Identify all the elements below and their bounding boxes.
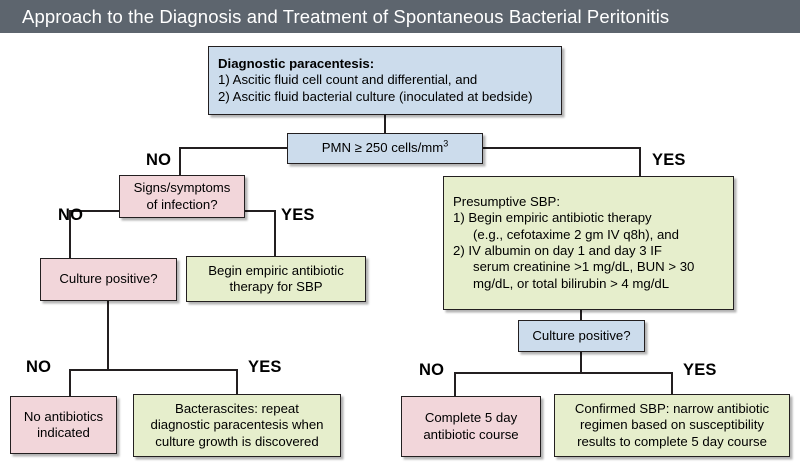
node-presumptive-sbp-item2b: serum creatinine >1 mg/dL, BUN > 30 <box>473 259 695 275</box>
edge-label-pmn-yes: YES <box>652 151 686 169</box>
node-bacterascites[interactable]: Bacterascites: repeat diagnostic paracen… <box>133 394 341 457</box>
node-complete-5-day-line1: Complete 5 day <box>424 410 518 426</box>
node-culture-positive-right[interactable]: Culture positive? <box>518 320 645 352</box>
edge-label-pmn-no: NO <box>146 151 172 169</box>
node-bacterascites-line2: diagnostic paracentesis when <box>150 417 324 433</box>
node-begin-empiric-line1: Begin empiric antibiotic <box>208 262 344 278</box>
node-culture-positive-left[interactable]: Culture positive? <box>40 258 177 301</box>
node-signs-symptoms-line1: Signs/symptoms <box>133 180 231 196</box>
node-pmn-threshold[interactable]: PMN ≥ 250 cells/mm3 <box>287 133 483 164</box>
edge-label-culture-left-no: NO <box>26 358 52 376</box>
node-presumptive-sbp-item1a: 1) Begin empiric antibiotic therapy <box>453 210 652 226</box>
node-begin-empiric[interactable]: Begin empiric antibiotic therapy for SBP <box>186 256 366 302</box>
node-culture-positive-right-label: Culture positive? <box>532 327 631 343</box>
node-pmn-threshold-exponent: 3 <box>443 138 449 149</box>
node-diagnostic-paracentesis-line1: 1) Ascitic fluid cell count and differen… <box>218 72 478 88</box>
node-confirmed-sbp-line3: results to complete 5 day course <box>577 433 767 449</box>
node-signs-symptoms-line2: of infection? <box>146 196 218 212</box>
node-bacterascites-line3: culture growth is discovered <box>155 433 319 449</box>
edge-label-culture-right-no: NO <box>419 361 445 379</box>
node-complete-5-day[interactable]: Complete 5 day antibiotic course <box>401 396 541 457</box>
node-presumptive-sbp-item2c: mg/dL, or total bilirubin > 4 mg/dL <box>473 275 670 291</box>
node-begin-empiric-line2: therapy for SBP <box>229 279 323 294</box>
node-diagnostic-paracentesis-heading: Diagnostic paracentesis: <box>218 55 375 71</box>
node-confirmed-sbp-line2: regimen based on susceptibility <box>580 417 764 433</box>
node-presumptive-sbp-heading: Presumptive SBP: <box>453 193 561 209</box>
edge-label-culture-left-yes: YES <box>248 358 282 376</box>
node-diagnostic-paracentesis-line2: 2) Ascitic fluid bacterial culture (inoc… <box>218 88 533 104</box>
page-title: Approach to the Diagnosis and Treatment … <box>0 0 800 33</box>
node-no-antibiotics-line1: No antibiotics <box>23 408 104 424</box>
edge-label-signs-no: NO <box>58 206 84 224</box>
node-pmn-threshold-label: PMN ≥ 250 cells/mm <box>321 140 444 156</box>
node-signs-symptoms[interactable]: Signs/symptoms of infection? <box>119 175 245 218</box>
node-complete-5-day-line2: antibiotic course <box>423 426 519 442</box>
node-no-antibiotics-line2: indicated <box>37 425 90 440</box>
node-presumptive-sbp-item1b: (e.g., cefotaxime 2 gm IV q8h), and <box>473 226 679 242</box>
edge-label-culture-right-yes: YES <box>683 361 717 379</box>
node-diagnostic-paracentesis[interactable]: Diagnostic paracentesis: 1) Ascitic flui… <box>208 46 562 115</box>
node-confirmed-sbp[interactable]: Confirmed SBP: narrow antibiotic regimen… <box>554 394 790 457</box>
node-confirmed-sbp-line1: Confirmed SBP: narrow antibiotic <box>574 400 770 416</box>
edge-label-signs-yes: YES <box>281 206 315 224</box>
node-culture-positive-left-label: Culture positive? <box>59 271 158 287</box>
page-title-text: Approach to the Diagnosis and Treatment … <box>22 5 670 27</box>
node-presumptive-sbp[interactable]: Presumptive SBP: 1) Begin empiric antibi… <box>443 176 734 310</box>
node-presumptive-sbp-item2a: 2) IV albumin on day 1 and day 3 IF <box>453 243 662 258</box>
node-no-antibiotics[interactable]: No antibiotics indicated <box>10 396 117 454</box>
node-bacterascites-line1: Bacterascites: repeat <box>175 400 299 416</box>
